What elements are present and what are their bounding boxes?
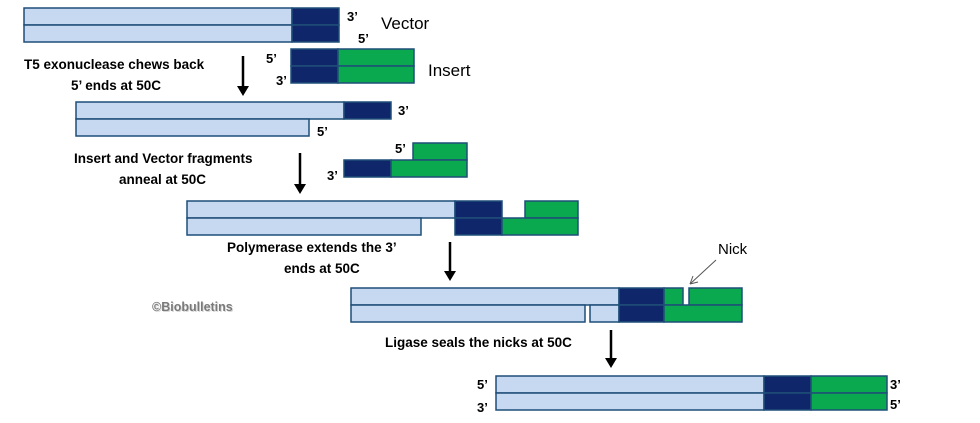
vector-bottom-strand [23,24,293,43]
final-five-prime-left-label: 5’ [477,377,488,392]
annealed-insert-bottom [501,217,579,236]
chewed-vector-top-overlap [343,101,392,120]
chewed-vector-five-prime-label: 5’ [317,124,328,139]
step3-arrow-head [444,271,456,281]
extended-vector-bottom-left [350,304,586,323]
final-insert-top [810,375,888,394]
chewed-insert-top-strand [412,142,468,161]
insert-bottom-strand [337,65,415,84]
step1-text-line2: 5’ ends at 50C [71,78,162,93]
vector-top-strand [23,7,293,26]
step3-text-line1: Polymerase extends the 3’ [227,240,397,255]
chewed-vector-three-prime-label: 3’ [398,103,409,118]
chewed-insert-three-prime-label: 3’ [327,168,338,183]
annealed-overlap-bottom [454,217,503,236]
final-five-prime-right-label: 5’ [890,397,901,412]
final-vector-top [495,375,765,394]
extended-fill-top [663,287,684,306]
chewed-vector-top-strand [75,101,345,120]
step4-text: Ligase seals the nicks at 50C [385,335,572,350]
final-overlap-bottom [763,392,812,411]
step2-text-line2: anneal at 50C [119,172,207,187]
vector-label: Vector [381,14,430,33]
vector-top-overlap [291,7,340,26]
process-arrows [237,56,617,368]
step2-text-line1: Insert and Vector fragments [74,151,253,166]
annealed-overlap-top [454,200,503,219]
final-three-prime-right-label: 3’ [890,377,901,392]
watermark-text: ©Biobulletins [152,300,233,314]
chewed-insert-fragment [343,142,468,178]
annealed-vector-bottom [186,217,422,236]
extended-vector-bottom-fill [589,304,620,323]
extended-overlap-bottom [618,304,665,323]
insert-bottom-overlap [290,65,339,84]
annealed-insert-top [524,200,579,219]
chewed-insert-bottom-strand [390,159,468,178]
annealed-fragment [186,200,579,236]
vector-bottom-overlap [291,24,340,43]
extended-overlap-top [618,287,665,306]
insert-five-prime-label: 5’ [266,51,277,66]
vector-fragment [23,7,340,43]
final-product [495,375,888,411]
chewed-insert-five-prime-label: 5’ [395,141,406,156]
insert-three-prime-label: 3’ [276,73,287,88]
vector-five-prime-label: 5’ [358,31,369,46]
vector-three-prime-label: 3’ [347,9,358,24]
extended-insert-bottom [663,304,743,323]
final-insert-bottom [810,392,888,411]
final-three-prime-left-label: 3’ [477,400,488,415]
insert-label: Insert [428,61,471,80]
chewed-vector-bottom-strand [75,118,310,137]
chewed-vector-fragment [75,101,392,137]
step2-arrow-head [294,184,306,194]
extended-fragment [350,287,743,323]
insert-top-strand [337,48,415,67]
step1-text-line1: T5 exonuclease chews back [24,57,205,72]
extended-insert-top [688,287,743,306]
step3-text-line2: ends at 50C [284,261,360,276]
nick-label: Nick [718,241,748,258]
extended-vector-top [350,287,620,306]
chewed-insert-bottom-overlap [343,159,392,178]
step4-arrow-head [605,358,617,368]
nick-pointer-head [689,275,699,285]
insert-top-overlap [290,48,339,67]
nick-pointer [689,259,717,285]
insert-fragment [290,48,415,84]
annealed-vector-top [186,200,456,219]
final-vector-bottom [495,392,765,411]
step1-arrow-head [237,86,249,96]
final-overlap-top [763,375,812,394]
